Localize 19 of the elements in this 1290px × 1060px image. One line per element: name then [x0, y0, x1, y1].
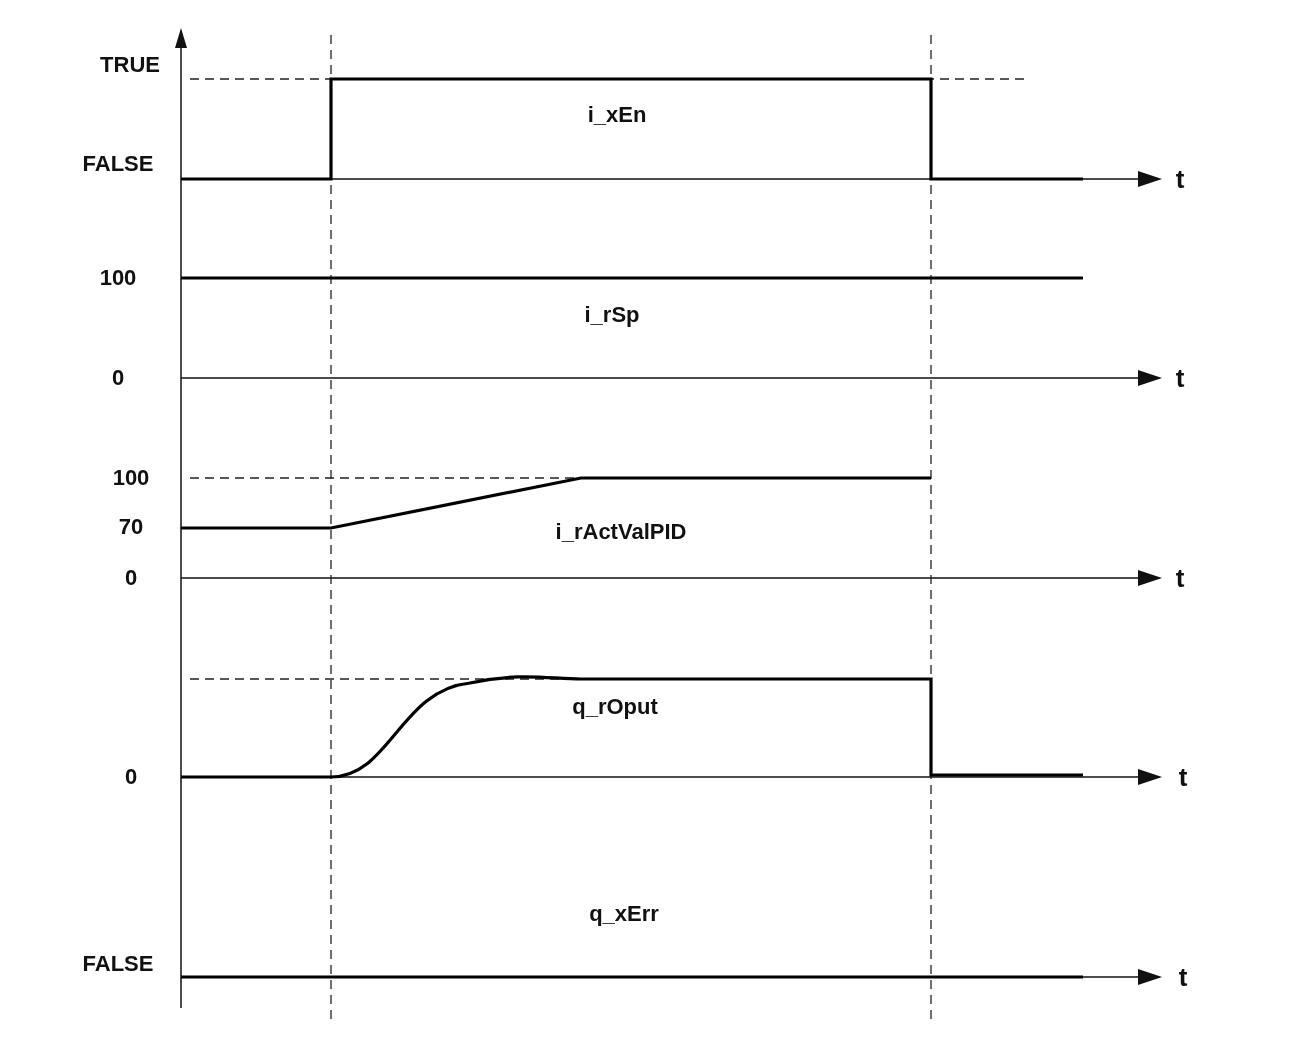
- signal-name: i_rActValPID: [555, 521, 687, 543]
- signal-name: i_rSp: [584, 304, 640, 326]
- axis-value-label: TRUE: [100, 54, 160, 76]
- signal-name: i_xEn: [587, 104, 647, 126]
- axis-value-label: 0: [124, 567, 138, 589]
- time-axis-label: t: [1178, 964, 1188, 990]
- signal-name: q_xErr: [589, 903, 659, 925]
- axis-value-label: 100: [99, 267, 137, 289]
- time-axis-label: t: [1175, 365, 1185, 391]
- axis-value-label: 70: [118, 516, 144, 538]
- axis-value-label: 100: [112, 467, 150, 489]
- time-axis-label: t: [1175, 565, 1185, 591]
- time-axis-label: t: [1178, 764, 1188, 790]
- axis-value-label: 0: [111, 367, 125, 389]
- axis-value-label: FALSE: [82, 153, 154, 175]
- axis-value-label: FALSE: [82, 953, 154, 975]
- time-axis-label: t: [1175, 166, 1185, 192]
- axis-value-label: 0: [124, 766, 138, 788]
- signal-name: q_rOput: [572, 696, 658, 718]
